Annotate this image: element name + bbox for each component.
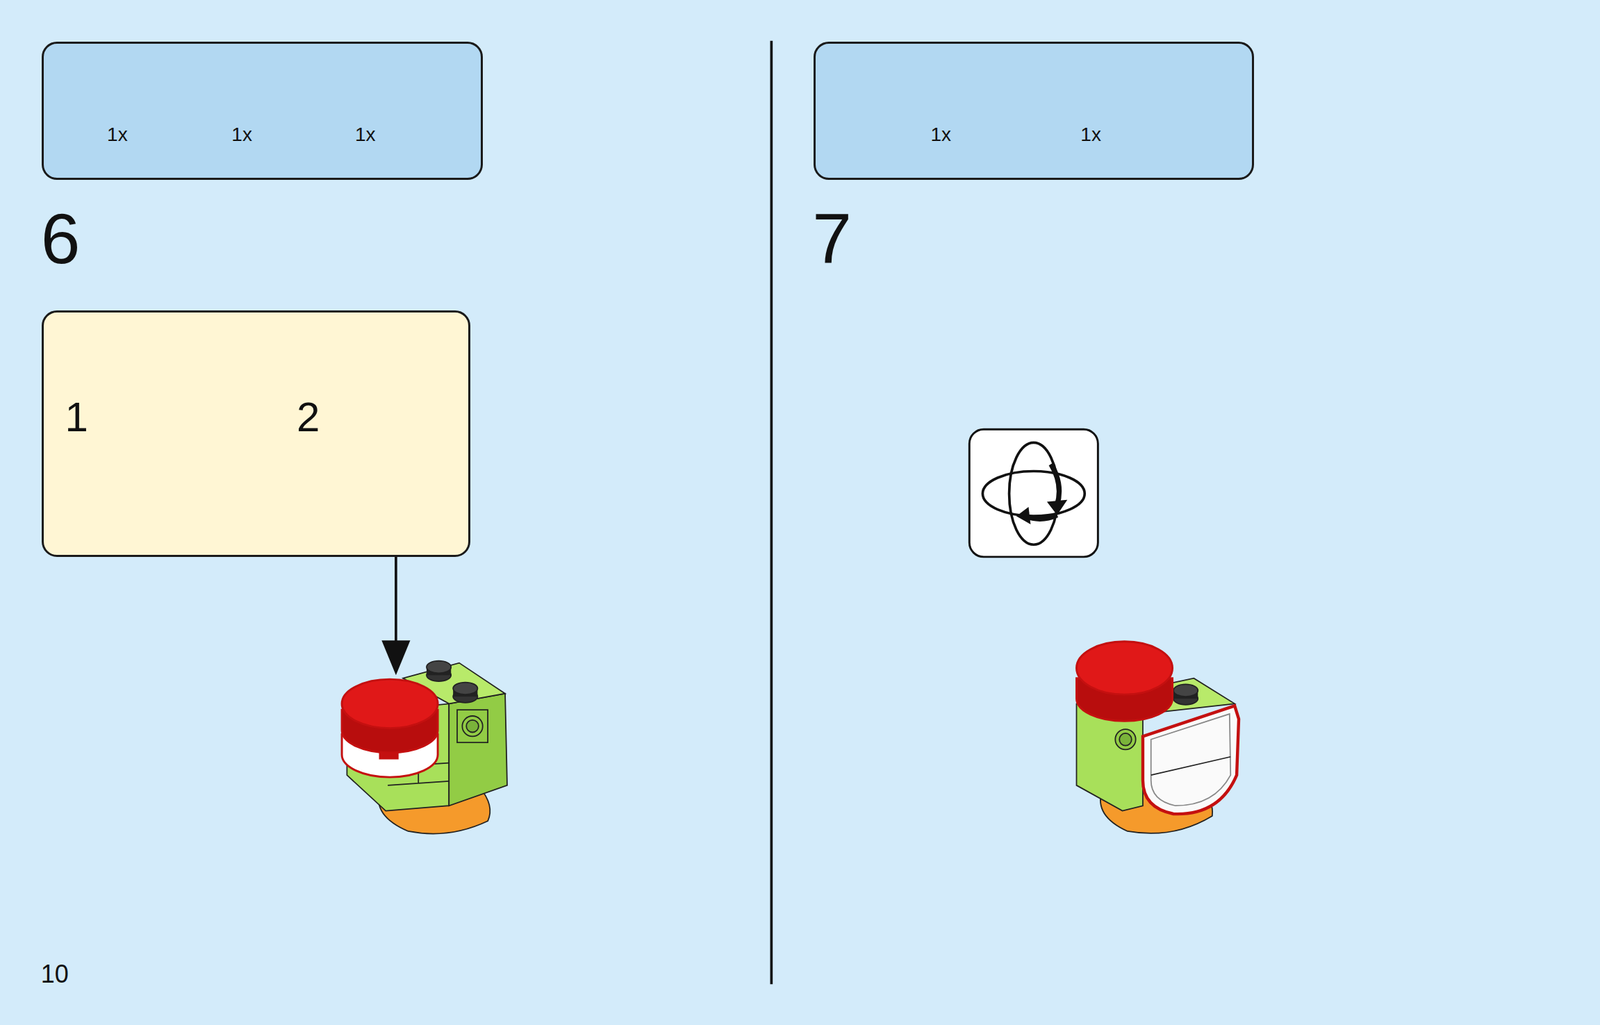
step-number: 7 (812, 203, 852, 275)
step-number: 6 (40, 203, 81, 275)
page-number: 10 (40, 962, 69, 988)
placement-arrowhead (381, 640, 410, 676)
parts-list-box: 1x 1x (813, 41, 1255, 180)
part-quantity: 1x (930, 125, 952, 145)
parts-list-box: 1x 1x 1x (41, 41, 483, 180)
placement-arrow (394, 557, 398, 645)
part-quantity: 1x (1080, 125, 1102, 145)
page-divider (770, 40, 774, 986)
part-quantity: 1x (231, 125, 253, 145)
step-6-model (341, 661, 508, 835)
part-quantity: 1x (106, 125, 128, 145)
rotate-model-icon (969, 429, 1098, 558)
substep-box: 12 (41, 310, 471, 558)
step-7-model (1076, 641, 1240, 834)
part-quantity: 1x (355, 125, 376, 145)
substep-number: 1 (64, 396, 88, 439)
substep-number: 2 (296, 396, 320, 439)
